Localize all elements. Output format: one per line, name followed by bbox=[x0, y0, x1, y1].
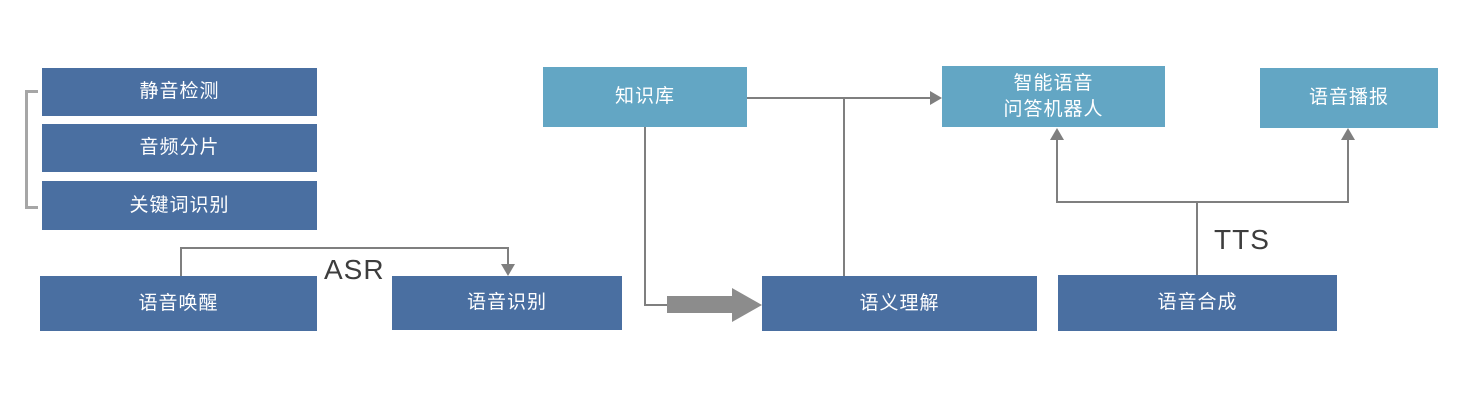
fanout-horizontal-segment bbox=[1056, 201, 1349, 203]
node-qa-robot-label: 智能语音 问答机器人 bbox=[1003, 71, 1103, 123]
node-voice-broadcast: 语音播报 bbox=[1260, 68, 1438, 128]
node-voice-wakeup: 语音唤醒 bbox=[40, 276, 317, 331]
node-qa-robot-label-line1: 智能语音 bbox=[1013, 72, 1094, 94]
node-audio-slicing-label: 音频分片 bbox=[139, 137, 220, 158]
edge-label-tts: TTS bbox=[1214, 224, 1270, 255]
node-speech-synthesis-label: 语音合成 bbox=[1157, 292, 1238, 313]
bracket-top-tick bbox=[25, 90, 38, 93]
node-silence-detection: 静音检测 bbox=[42, 68, 317, 116]
node-speech-recognition-label: 语音识别 bbox=[466, 292, 547, 313]
fanout-stem-segment bbox=[1196, 203, 1198, 275]
arrow-wakeup-start-segment bbox=[180, 247, 182, 276]
arrow-kb-down-segment bbox=[644, 127, 646, 306]
thick-arrow-body bbox=[667, 296, 732, 313]
node-knowledge-base-label: 知识库 bbox=[614, 86, 675, 107]
bracket-vertical-line bbox=[25, 90, 28, 209]
arrowhead-right-icon bbox=[930, 91, 942, 105]
node-speech-recognition: 语音识别 bbox=[392, 276, 622, 330]
node-voice-wakeup-label: 语音唤醒 bbox=[138, 292, 219, 314]
node-silence-detection-label: 静音检测 bbox=[139, 81, 220, 102]
arrowhead-up-left-icon bbox=[1050, 128, 1064, 140]
arrowhead-up-right-icon bbox=[1341, 128, 1355, 140]
node-knowledge-base: 知识库 bbox=[543, 67, 747, 127]
connector-kbline-to-semantic bbox=[843, 99, 845, 276]
edge-label-asr: ASR bbox=[324, 254, 385, 285]
node-speech-synthesis: 语音合成 bbox=[1058, 275, 1337, 331]
node-keyword-recognition-label: 关键词识别 bbox=[129, 194, 230, 216]
arrow-wakeup-end-segment bbox=[507, 249, 509, 265]
arrow-wakeup-horizontal-segment bbox=[180, 247, 509, 249]
fanout-right-up-segment bbox=[1347, 140, 1349, 203]
arrowhead-down-icon bbox=[501, 264, 515, 276]
node-voice-broadcast-label: 语音播报 bbox=[1308, 87, 1389, 108]
fanout-left-up-segment bbox=[1056, 140, 1058, 203]
node-qa-robot-label-line2: 问答机器人 bbox=[1003, 98, 1104, 120]
arrow-kb-horizontal-segment bbox=[747, 97, 930, 99]
node-qa-robot: 智能语音 问答机器人 bbox=[942, 66, 1165, 127]
arrow-kb-elbow-segment bbox=[646, 304, 667, 306]
bracket-bottom-tick bbox=[25, 206, 38, 209]
thick-arrowhead-right-icon bbox=[732, 288, 762, 322]
node-keyword-recognition: 关键词识别 bbox=[42, 181, 317, 230]
node-audio-slicing: 音频分片 bbox=[42, 124, 317, 172]
node-semantic-understanding: 语义理解 bbox=[762, 276, 1037, 331]
node-semantic-understanding-label: 语义理解 bbox=[859, 292, 940, 314]
